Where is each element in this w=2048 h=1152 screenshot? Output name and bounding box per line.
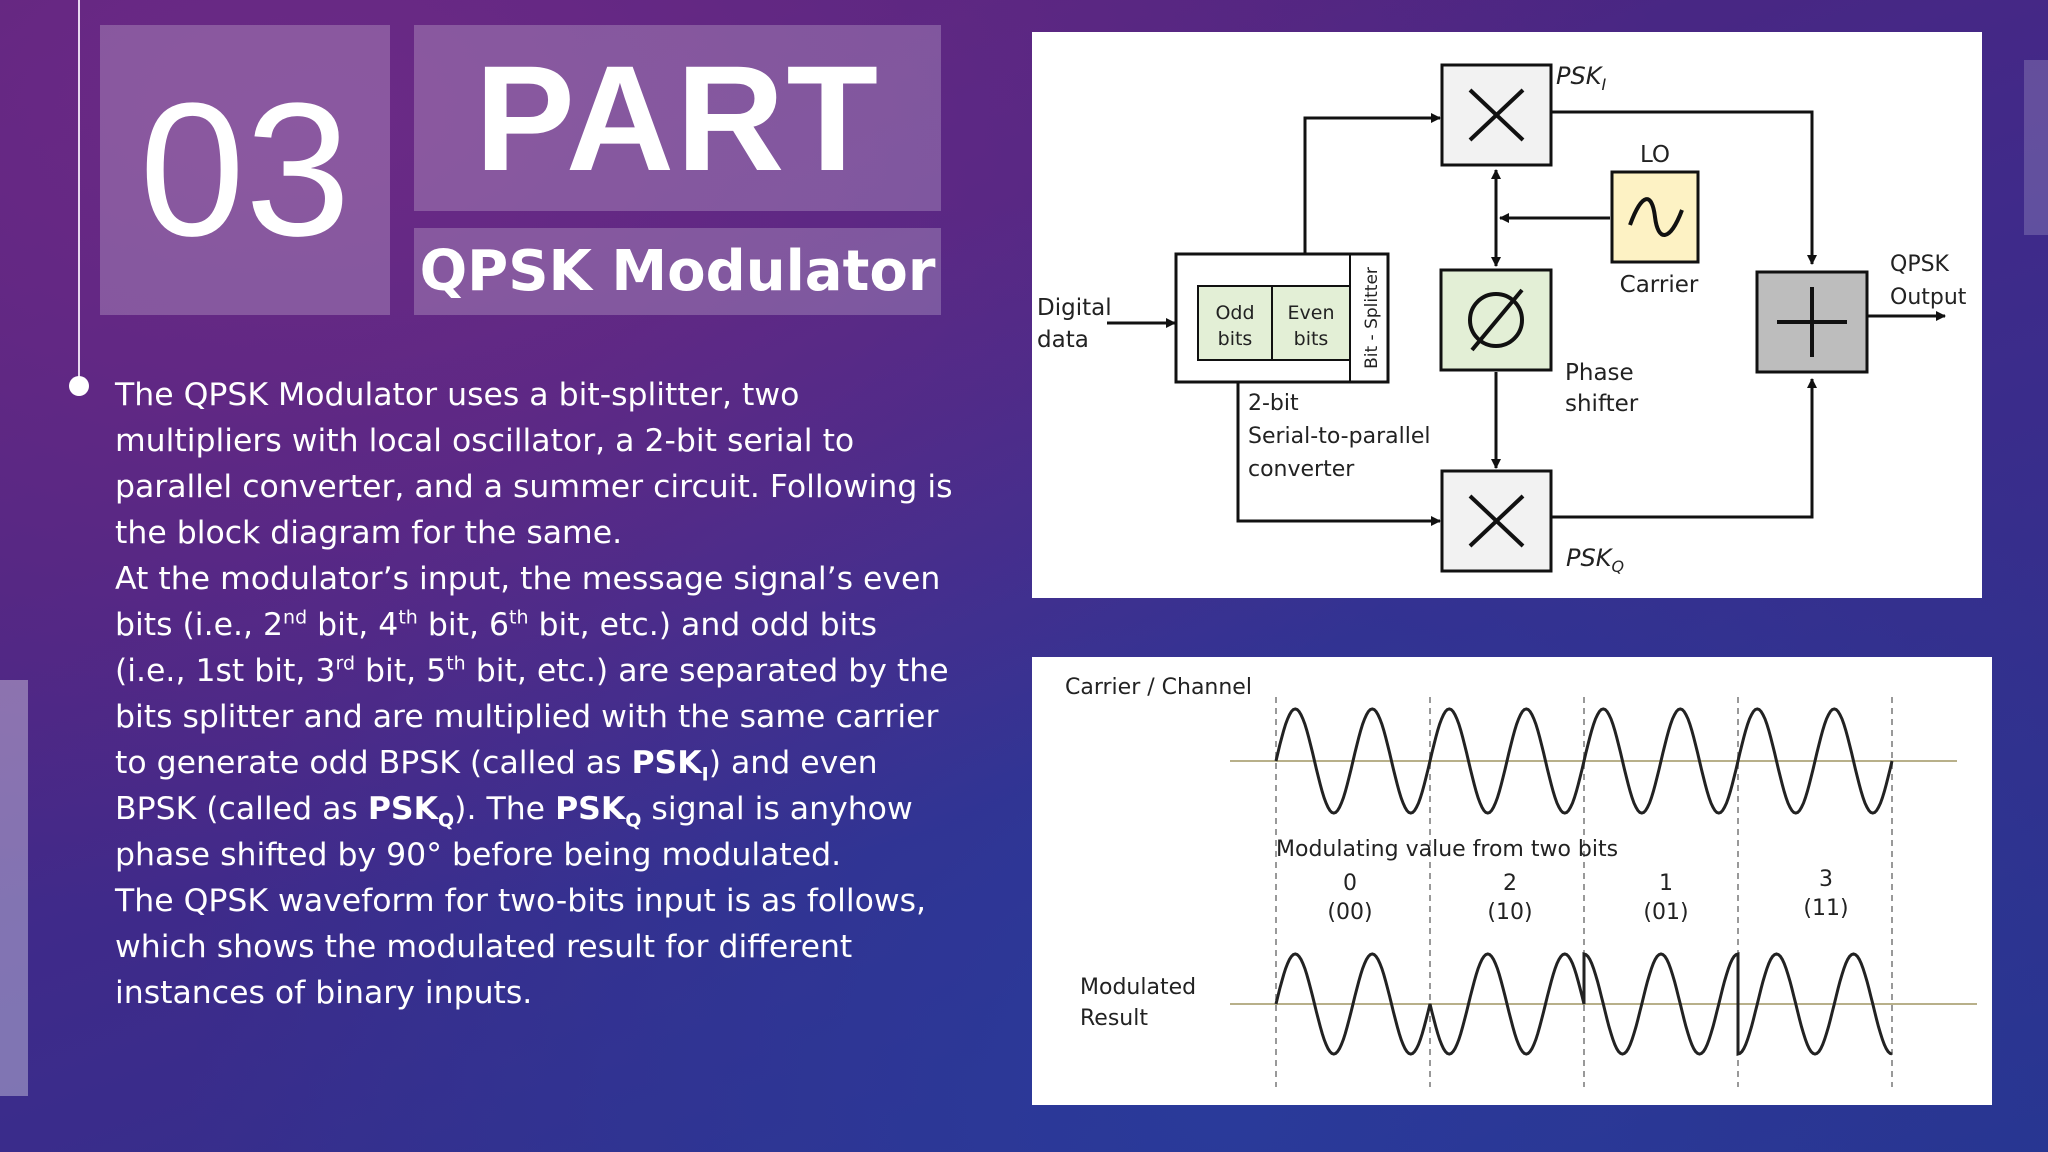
psk-i-label: PSKI — [1556, 62, 1606, 94]
summer — [1755, 270, 1869, 374]
carrier-label: Carrier — [1620, 272, 1699, 298]
even-bits-label: Even — [1288, 302, 1335, 324]
carrier-channel-label: Carrier / Channel — [1065, 675, 1252, 700]
lo-label: LO — [1640, 142, 1670, 168]
section-number: 03 — [139, 64, 351, 276]
converter-label-3: converter — [1248, 457, 1355, 482]
even-bits-label-2: bits — [1294, 328, 1329, 350]
converter-label-1: 2-bit — [1248, 391, 1299, 416]
qpsk-block-diagram: Odd bits Even bits Bit - Splitter — [1037, 62, 1967, 576]
part-title: PART — [474, 33, 881, 202]
slide-subtitle: QPSK Modulator — [419, 239, 936, 304]
decorative-bar-right — [2024, 60, 2048, 235]
segment-bits: (01) — [1643, 900, 1688, 925]
phase-shifter-label-1: Phase — [1565, 360, 1634, 386]
psk-q-path — [1551, 378, 1817, 519]
odd-even-register — [1197, 285, 1351, 361]
multiplier-top — [1440, 63, 1553, 167]
odd-bits-label: Odd — [1215, 302, 1254, 324]
modulating-value-label: Modulating value from two bits — [1276, 837, 1618, 862]
segment-bits: (11) — [1803, 896, 1848, 921]
multiplier-bottom — [1440, 469, 1553, 573]
segment-value: 0 — [1343, 871, 1357, 896]
odd-bits-label-2: bits — [1218, 328, 1253, 350]
modulated-wave — [1274, 951, 1893, 1057]
block-diagram-panel: Odd bits Even bits Bit - Splitter — [1032, 32, 1982, 598]
qpsk-waveform: Carrier / Channel Modulating value from … — [1065, 675, 1977, 1087]
subtitle-box: QPSK Modulator — [414, 228, 941, 315]
part-title-box: PART — [414, 25, 941, 211]
timeline-dot — [69, 376, 89, 396]
segment-value: 1 — [1659, 871, 1673, 896]
segment-bits: (00) — [1327, 900, 1372, 925]
body-text: The QPSK Modulator uses a bit-splitter, … — [115, 372, 955, 1016]
psk-i-path — [1551, 110, 1817, 265]
phase-shifter-label-2: shifter — [1565, 391, 1639, 417]
qpsk-output-label-2: Output — [1890, 285, 1967, 310]
modulated-result-label-2: Result — [1080, 1006, 1148, 1031]
section-number-box: 03 — [100, 25, 390, 315]
phase-shifter — [1439, 268, 1553, 372]
even-path — [1236, 369, 1441, 526]
waveform-panel: Carrier / Channel Modulating value from … — [1032, 657, 1992, 1105]
digital-data-label-2: data — [1037, 327, 1089, 353]
decorative-bar-left — [0, 680, 28, 1096]
segment-value: 2 — [1503, 871, 1517, 896]
paragraph-waveform: The QPSK waveform for two-bits input is … — [115, 883, 927, 1011]
segment-bits: (10) — [1487, 900, 1532, 925]
psk-q-label: PSKQ — [1566, 544, 1624, 576]
converter-label-2: Serial-to-parallel — [1248, 424, 1430, 449]
paragraph-bits: At the modulator’s input, the message si… — [115, 561, 949, 873]
paragraph-intro: The QPSK Modulator uses a bit-splitter, … — [115, 377, 953, 551]
digital-data-label: Digital — [1037, 295, 1112, 321]
carrier-wave — [1274, 707, 1894, 815]
segment-labels: 0 (00) 2 (10) 1 (01) 3 (11) — [1327, 867, 1848, 925]
timeline-line — [78, 0, 80, 384]
modulated-result-label-1: Modulated — [1080, 975, 1196, 1000]
local-oscillator — [1610, 170, 1700, 264]
odd-path — [1303, 113, 1441, 254]
segment-value: 3 — [1819, 867, 1833, 892]
bit-splitter-label: Bit - Splitter — [1362, 267, 1382, 369]
qpsk-output-label-1: QPSK — [1890, 252, 1950, 277]
